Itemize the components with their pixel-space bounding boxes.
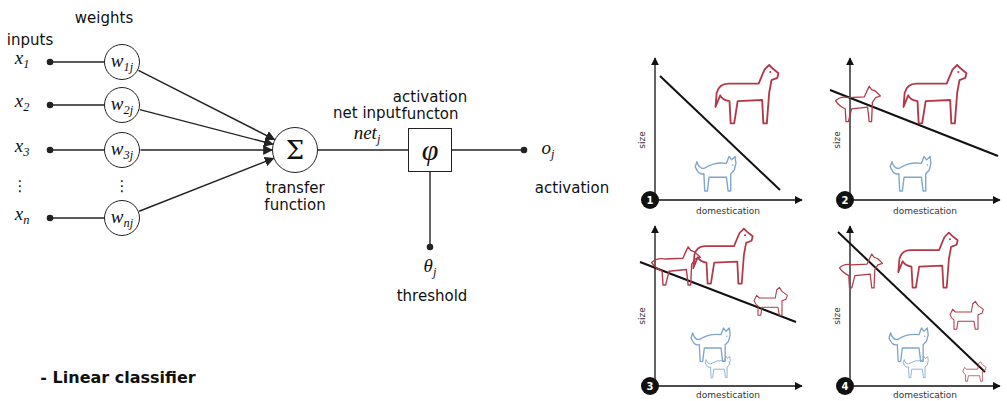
weight-circle: wnj: [104, 200, 141, 237]
subscript: j: [433, 265, 436, 279]
group-label: weights: [75, 10, 133, 27]
weight-label: w2j: [111, 93, 133, 118]
edge-label: net input netj: [333, 105, 401, 146]
subscript: 3j: [124, 147, 134, 161]
threshold-caption: threshold: [397, 288, 468, 305]
weight-circle: w2j: [104, 87, 141, 124]
caption: transfer function: [260, 180, 330, 215]
connector: [318, 149, 408, 150]
output-caption: activation: [535, 180, 609, 197]
weight-label: w1j: [111, 50, 133, 75]
input-label: x2: [15, 91, 30, 114]
axis-label: domestication: [893, 391, 957, 401]
axis-label: size: [833, 307, 843, 324]
axis-label: domestication: [893, 207, 957, 217]
axis-label: domestication: [696, 207, 760, 217]
ellipsis: ⋮: [115, 178, 130, 195]
subscript: nj: [124, 215, 134, 229]
axis-label: size: [638, 131, 648, 148]
input-label: xn: [15, 204, 30, 227]
weight-label: wnj: [111, 206, 133, 231]
subscript: j: [377, 132, 380, 146]
weight-label: w3j: [111, 138, 133, 163]
subscript: 2j: [124, 102, 134, 116]
subscript: 2: [23, 100, 29, 114]
axis-label: size: [638, 307, 648, 324]
callout-number: 2: [842, 195, 849, 206]
weight-circle: w3j: [104, 132, 141, 169]
ellipsis: ⋮: [13, 178, 28, 195]
subscript: n: [23, 213, 29, 227]
sum-circle: Σtransfer function: [272, 127, 318, 173]
input-label: x1: [15, 48, 30, 71]
threshold-symbol: θj: [424, 256, 437, 279]
input-label: x3: [15, 136, 30, 159]
output-label: oj: [542, 138, 555, 161]
subscript: j: [551, 147, 554, 161]
axis-label: domestication: [696, 391, 760, 401]
connector: [140, 110, 273, 145]
group-label: inputs: [7, 32, 53, 49]
callout-number: 4: [842, 381, 849, 392]
subscript: 1: [23, 57, 29, 71]
connector: [138, 70, 274, 139]
edge-label-line: netj: [333, 122, 401, 146]
connector: [140, 149, 272, 150]
weight-circle: w1j: [104, 44, 141, 81]
subscript: 3: [23, 145, 29, 159]
phi-symbol: φ: [422, 133, 439, 167]
callout-number: 3: [647, 381, 654, 392]
connector: [139, 158, 273, 211]
axis-label: size: [833, 131, 843, 148]
heading: activation functon: [390, 89, 470, 124]
bullet-text: - Linear classifier: [40, 369, 195, 387]
callout-number: 1: [647, 195, 654, 206]
activation-box: activation functonφ: [408, 128, 452, 172]
subscript: 1j: [124, 59, 134, 73]
sum-symbol: Σ: [286, 135, 304, 165]
